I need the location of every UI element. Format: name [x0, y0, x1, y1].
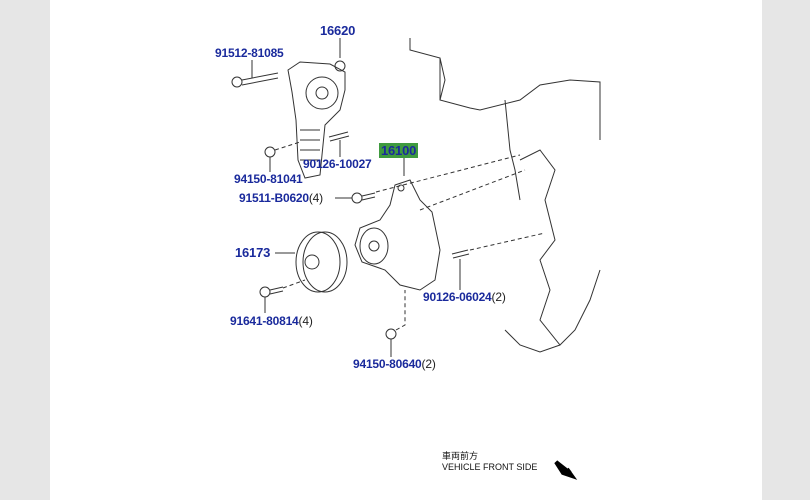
part-label-16100[interactable]: 16100 [379, 143, 419, 158]
stud-90126-06024 [451, 249, 470, 259]
part-number[interactable]: 94150-80640 [353, 357, 422, 371]
nut-94150-81041 [264, 146, 276, 158]
bolt-91641-80814 [259, 286, 284, 298]
part-label-94150-80640[interactable]: 94150-80640(2) [353, 357, 436, 371]
stud-90126-10027 [328, 131, 350, 142]
part-label-91641-80814[interactable]: 91641-80814(4) [230, 314, 313, 328]
part-number-highlighted[interactable]: 16100 [379, 143, 419, 158]
part-number[interactable]: 91512-81085 [215, 46, 284, 60]
bolt-91511-B0620 [351, 192, 376, 204]
part-label-16173[interactable]: 16173 [235, 245, 270, 260]
part-number[interactable]: 16620 [320, 23, 356, 38]
arrow-down-right-icon [554, 460, 578, 480]
part-quantity: (4) [308, 191, 323, 205]
engine-block-outline [409, 38, 601, 353]
part-label-90126-10027[interactable]: 90126-10027 [303, 157, 372, 171]
nut-94150-80640 [385, 328, 397, 340]
leader-lines [251, 38, 461, 357]
part-number[interactable]: 90126-10027 [303, 157, 372, 171]
part-label-90126-06024[interactable]: 90126-06024(2) [423, 290, 506, 304]
direction-label-jp: 車両前方 [442, 451, 479, 461]
part-number[interactable]: 16173 [235, 245, 271, 260]
tensioner-assembly [287, 60, 346, 179]
part-quantity: (4) [298, 314, 313, 328]
water-pump [354, 179, 441, 291]
part-quantity: (2) [421, 357, 436, 371]
part-number[interactable]: 91641-80814 [230, 314, 299, 328]
part-label-91511-B0620[interactable]: 91511-B0620(4) [239, 191, 323, 205]
part-number[interactable]: 91511-B0620 [239, 191, 309, 205]
pulley [295, 231, 348, 293]
part-number[interactable]: 94150-81041 [234, 172, 303, 186]
assembly-dashed-lines [274, 141, 546, 331]
direction-label-en: VEHICLE FRONT SIDE [442, 462, 538, 472]
part-label-16620[interactable]: 16620 [320, 23, 355, 38]
part-label-91512-81085[interactable]: 91512-81085 [215, 46, 284, 60]
part-number[interactable]: 90126-06024 [423, 290, 492, 304]
part-quantity: (2) [491, 290, 506, 304]
bolt-91512-81085 [231, 72, 279, 88]
diagram-panel [50, 0, 762, 500]
part-label-94150-81041[interactable]: 94150-81041 [234, 172, 303, 186]
